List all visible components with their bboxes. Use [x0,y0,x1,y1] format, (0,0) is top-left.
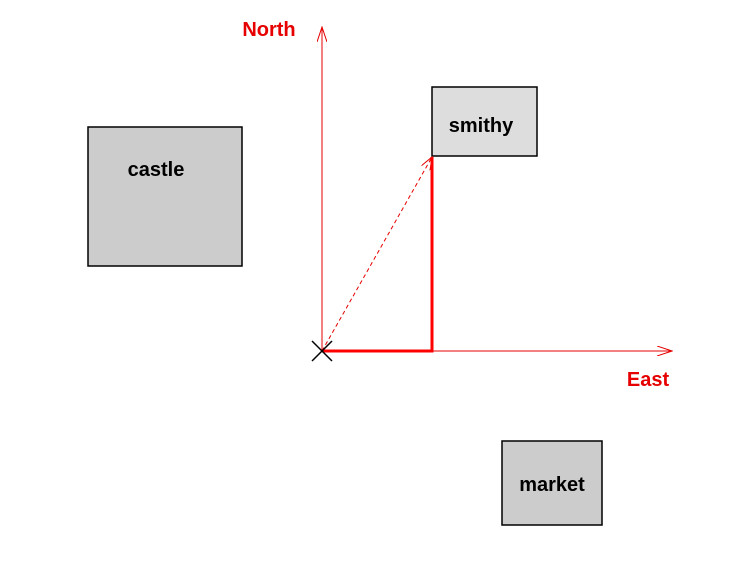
market-box [501,440,603,526]
castle-label: castle [128,159,185,181]
smithy-box [431,86,538,157]
direct-dashed-route [321,157,432,352]
smithy-label: smithy [449,115,514,137]
castle-box [87,126,243,267]
north-label: North [242,19,295,41]
market-label: market [519,474,585,496]
x-mark-icon [311,340,333,362]
market-building: market [501,440,603,526]
castle-building: castle [87,126,243,267]
east-label: East [627,369,670,391]
smithy-building: smithy [431,86,538,157]
route-east-north [322,157,434,353]
